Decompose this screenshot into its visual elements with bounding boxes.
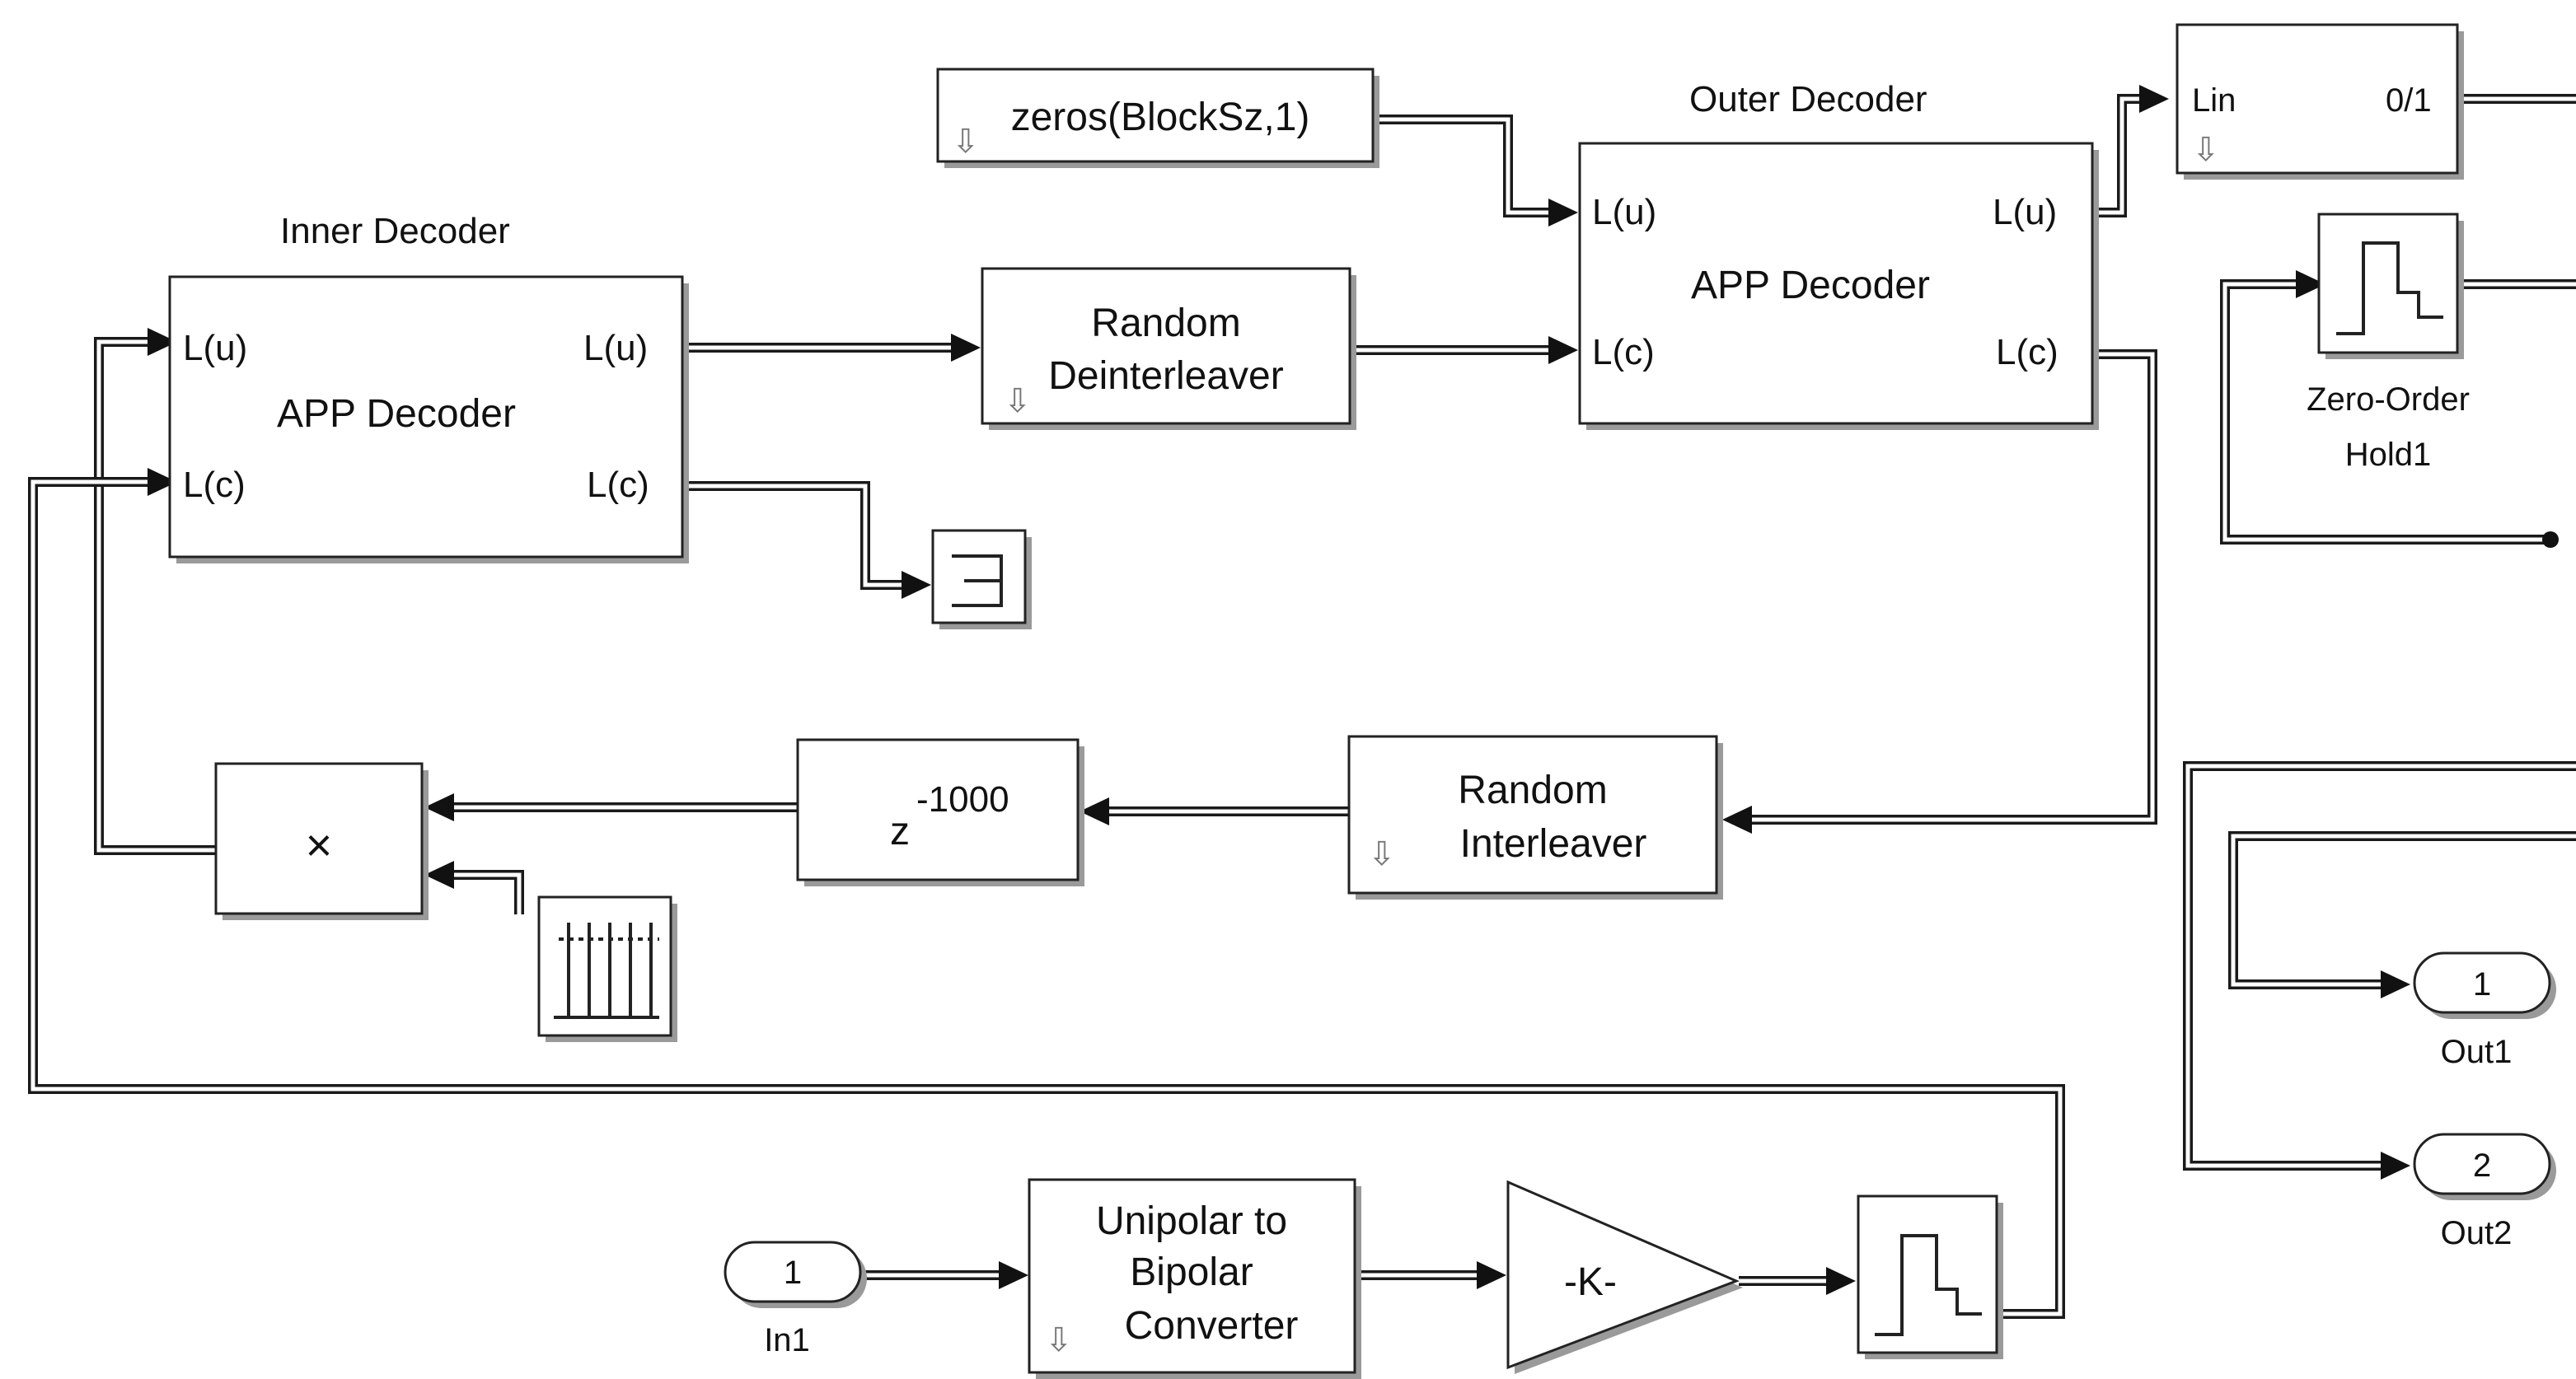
- library-link-icon: ⇩: [1368, 836, 1396, 872]
- in1-name: In1: [764, 1322, 810, 1358]
- inner-decoder-block[interactable]: Inner Decoder L(u) L(c) APP Decoder L(u)…: [168, 211, 689, 563]
- out1-number: 1: [2473, 966, 2491, 1003]
- outer-out-c-label: L(c): [1996, 332, 2058, 372]
- inner-decoder-title: Inner Decoder: [280, 211, 510, 251]
- zeros-constant-text: zeros(BlockSz,1): [1011, 96, 1310, 139]
- outer-decoder-title: Outer Decoder: [1689, 79, 1927, 119]
- deinterleaver-line1: Random: [1091, 302, 1240, 345]
- in1-port[interactable]: 1 In1: [724, 1241, 867, 1358]
- outer-in-c-label: L(c): [1592, 332, 1655, 372]
- outer-in-u-label: L(u): [1592, 192, 1656, 232]
- out2-port[interactable]: 2 Out2: [2413, 1133, 2556, 1251]
- wire-zoh1-feedback[interactable]: [2220, 279, 2550, 545]
- converter-line2: Bipolar: [1130, 1250, 1253, 1294]
- outer-out-u-label: L(u): [1993, 192, 2057, 232]
- product-block[interactable]: ×: [214, 762, 429, 920]
- wire-inner-to-terminator[interactable]: [684, 481, 919, 590]
- signal-wires: [28, 94, 2576, 1319]
- wire-to-out2[interactable]: [2183, 761, 2576, 1171]
- terminator-icon: [952, 554, 1003, 607]
- zero-order-hold1-block[interactable]: Zero-Order Hold1: [2307, 213, 2470, 473]
- in1-number: 1: [784, 1255, 802, 1291]
- library-link-icon: ⇩: [1004, 383, 1032, 419]
- delay-exponent: -1000: [916, 779, 1009, 820]
- wire-channel-to-inner[interactable]: [28, 477, 2065, 1319]
- zoh1-label-line1: Zero-Order: [2307, 381, 2470, 418]
- hard-decision-block[interactable]: Lin 0/1 ⇩: [2176, 23, 2464, 180]
- arrowheads: [148, 85, 2410, 1295]
- random-deinterleaver-block[interactable]: Random Deinterleaver ⇩: [981, 267, 1356, 430]
- library-link-icon: ⇩: [2192, 132, 2220, 168]
- gain-block[interactable]: -K-: [1506, 1180, 1743, 1374]
- converter-line3: Converter: [1125, 1304, 1299, 1348]
- wire-to-out1[interactable]: [2228, 831, 2576, 989]
- wire-outer-to-decision[interactable]: [2091, 94, 2155, 217]
- wire-product-to-inner[interactable]: [94, 337, 216, 855]
- inner-in-c-label: L(c): [183, 465, 246, 505]
- terminator-block[interactable]: [931, 529, 1032, 629]
- out2-number: 2: [2473, 1148, 2491, 1184]
- zoh1-label-line2: Hold1: [2345, 437, 2432, 473]
- unipolar-bipolar-converter-block[interactable]: Unipolar to Bipolar Converter ⇩: [1028, 1178, 1361, 1379]
- wire-pulse-to-product[interactable]: [437, 870, 524, 914]
- inner-out-c-label: L(c): [587, 465, 649, 505]
- wire-zeros-to-outer[interactable]: [1375, 115, 1562, 217]
- product-symbol: ×: [306, 819, 333, 871]
- hard-decision-in-label: Lin: [2192, 82, 2236, 119]
- zeros-constant-block[interactable]: zeros(BlockSz,1) ⇩: [936, 68, 1379, 168]
- random-interleaver-block[interactable]: Random Interleaver ⇩: [1347, 735, 1723, 900]
- out1-name: Out1: [2441, 1034, 2513, 1070]
- zero-order-hold-block[interactable]: [1857, 1194, 2003, 1359]
- outer-decoder-name: APP Decoder: [1691, 264, 1930, 307]
- inner-out-u-label: L(u): [583, 328, 648, 368]
- converter-line1: Unipolar to: [1096, 1199, 1287, 1243]
- hard-decision-out-label: 0/1: [2386, 82, 2432, 119]
- delay-block[interactable]: z -1000: [796, 738, 1084, 886]
- library-link-icon: ⇩: [952, 124, 980, 160]
- gain-text: -K-: [1564, 1260, 1617, 1304]
- pulse-generator-block[interactable]: [537, 895, 677, 1042]
- interleaver-line1: Random: [1458, 769, 1607, 812]
- outer-decoder-block[interactable]: Outer Decoder L(u) L(c) APP Decoder L(u)…: [1578, 79, 2099, 430]
- inner-in-u-label: L(u): [183, 328, 247, 368]
- library-link-icon: ⇩: [1045, 1322, 1073, 1358]
- out1-port[interactable]: 1 Out1: [2413, 951, 2556, 1070]
- interleaver-line2: Interleaver: [1460, 822, 1647, 866]
- inner-decoder-name: APP Decoder: [277, 392, 516, 436]
- wire-outer-to-interleaver[interactable]: [1735, 349, 2157, 825]
- delay-base: z: [890, 810, 910, 853]
- zoh-step-icon: [2336, 241, 2443, 335]
- out2-name: Out2: [2441, 1215, 2513, 1251]
- deinterleaver-line2: Deinterleaver: [1048, 354, 1283, 398]
- pulse-train-icon: [554, 923, 659, 1019]
- branch-point: [2542, 531, 2559, 548]
- zoh-step-icon: [1875, 1234, 1982, 1336]
